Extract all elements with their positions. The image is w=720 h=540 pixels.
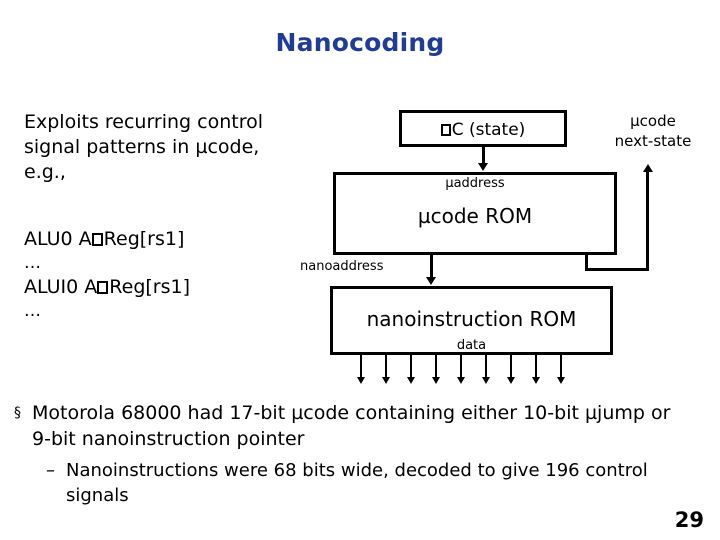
connector-upc-to-ucode-rom	[482, 147, 485, 164]
data-label: data	[456, 338, 487, 353]
ucode-rom-label: µcode ROM	[417, 204, 533, 228]
control-signal-arrowhead-icon	[507, 377, 515, 384]
control-signal-line	[460, 355, 462, 378]
control-signal-line	[410, 355, 412, 378]
page-title: Nanocoding	[275, 28, 445, 57]
control-signal-line	[560, 355, 562, 378]
control-signal-arrowhead-icon	[557, 377, 565, 384]
feedback-segment-down	[585, 252, 588, 271]
upc-state-box-label: C (state)	[402, 120, 564, 140]
arrowhead-upc-to-ucode-rom-icon	[478, 163, 488, 171]
ucode-example-block: ALU0 A Reg[rs1] … ALUI0 A Reg[rs1] …	[24, 226, 274, 322]
ucode-next-state-label: µcode next-state	[598, 111, 708, 151]
control-signal-arrowhead-icon	[532, 377, 540, 384]
ucode-rom-box	[333, 172, 617, 255]
ucode-example-ellipsis-2: …	[24, 301, 41, 321]
ucode-example-line-2-mnemonic: ALUI0 A	[24, 276, 98, 298]
upc-state-box-text: C (state)	[451, 120, 526, 140]
ucode-example-line-1-mnemonic: ALU0 A	[24, 228, 92, 250]
control-signal-line	[535, 355, 537, 378]
missing-glyph-box-icon	[97, 281, 109, 294]
connector-ucode-rom-to-nano-rom	[430, 255, 433, 278]
arrowhead-ucode-rom-to-nano-rom-icon	[426, 277, 436, 285]
control-signal-arrowhead-icon	[432, 377, 440, 384]
intro-line-3: e.g.,	[24, 161, 66, 183]
control-signal-arrowhead-icon	[407, 377, 415, 384]
ucode-example-ellipsis-1: …	[24, 253, 41, 273]
intro-line-2: signal patterns in µcode,	[24, 136, 260, 158]
ucode-example-line-2: ALUI0 A Reg[rs1]	[24, 274, 274, 300]
bullet-nanoinstruction-width: – Nanoinstructions were 68 bits wide, de…	[46, 458, 686, 508]
control-signal-line	[385, 355, 387, 378]
control-signal-arrowhead-icon	[457, 377, 465, 384]
ucode-next-state-line-1: µcode	[630, 112, 676, 130]
intro-paragraph: Exploits recurring control signal patter…	[24, 110, 296, 185]
control-signal-arrowhead-icon	[357, 377, 365, 384]
bullet-marker-section-icon: §	[14, 405, 21, 421]
ucode-example-line-2-operand: Reg[rs1]	[109, 276, 191, 298]
arrowhead-feedback-next-state-icon	[643, 164, 653, 172]
bullet-motorola-68000-text: Motorola 68000 had 17-bit µcode containi…	[32, 402, 671, 450]
feedback-segment-up	[646, 172, 649, 271]
control-signal-line	[360, 355, 362, 378]
bullet-motorola-68000: § Motorola 68000 had 17-bit µcode contai…	[14, 400, 694, 452]
control-signal-line	[485, 355, 487, 378]
control-signal-line	[510, 355, 512, 378]
control-signal-arrowhead-icon	[482, 377, 490, 384]
missing-glyph-box-icon	[440, 124, 451, 136]
control-signal-line	[435, 355, 437, 378]
missing-glyph-box-icon	[91, 233, 103, 246]
upc-state-box: C (state)	[399, 110, 567, 147]
nanocoding-block-diagram: C (state) µaddress µcode ROM nanoaddress…	[300, 110, 708, 384]
page-number: 29	[674, 508, 704, 532]
control-signal-arrowhead-icon	[382, 377, 390, 384]
bullet-nanoinstruction-width-text: Nanoinstructions were 68 bits wide, deco…	[66, 460, 648, 506]
ucode-example-line-1: ALU0 A Reg[rs1]	[24, 226, 274, 252]
nanoinstruction-rom-box	[330, 286, 613, 355]
bullet-marker-dash-icon: –	[46, 460, 55, 481]
nanoaddress-label: nanoaddress	[300, 259, 384, 274]
intro-line-1: Exploits recurring control	[24, 111, 264, 133]
feedback-segment-right	[585, 268, 649, 271]
uaddress-label: µaddress	[445, 176, 505, 191]
ucode-example-line-1-operand: Reg[rs1]	[103, 228, 185, 250]
ucode-next-state-line-2: next-state	[614, 132, 692, 150]
nanoinstruction-rom-label: nanoinstruction ROM	[366, 307, 577, 331]
